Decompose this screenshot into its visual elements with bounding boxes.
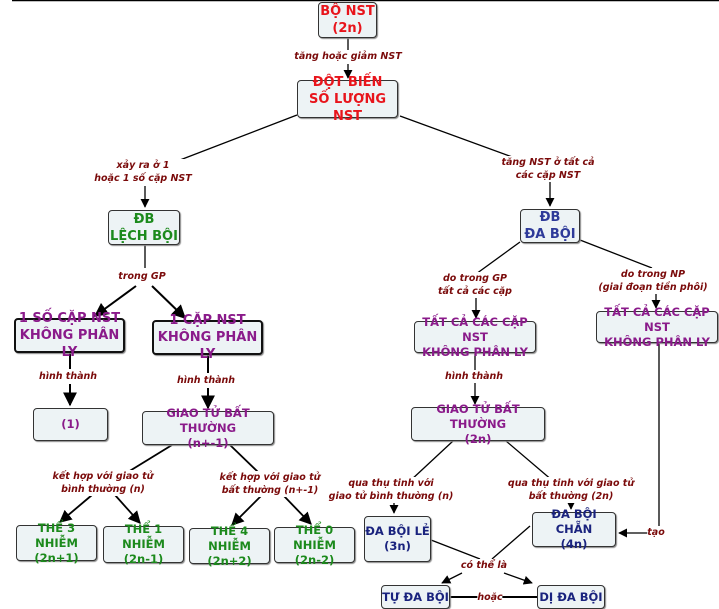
node-the-1-nhiem[interactable]: THỂ 1 NHIỄM(2n-1) [103,522,184,566]
node-text: (2n-1) [123,552,164,566]
node-text: 1 CẶP NST [169,313,246,328]
node-text: ĐA BỘI CHẴN [551,507,597,536]
node-text: GIAO TỬ BẤT THƯỜNG [436,401,520,431]
link-label-co-the-la: có thể là [460,559,508,572]
node-text: TẤT CẢ CÁC CẶP NST [604,304,710,334]
node-the-0-nhiem[interactable]: THỂ 0 NHIỄM(2n-2) [274,523,355,567]
link-label-tao: tạo [647,526,665,539]
node-text: KHÔNG PHÂN LY [422,344,528,359]
node-1-cap-nst[interactable]: 1 CẶP NST KHÔNG PHÂN LY [152,313,263,362]
link-label-hinh-thanh: hình thành [38,370,98,383]
node-text: TẤT CẢ CÁC CẶP NST [422,314,528,344]
node-text: LỆCH BỘI [110,228,178,244]
node-text: ĐB [539,210,561,225]
node-text: (3n) [384,539,411,553]
node-giao-tu-bat-thuong-2n[interactable]: GIAO TỬ BẤT THƯỜNG(2n) [411,402,545,446]
node-bo-nst[interactable]: BỘ NST (2n) [318,2,377,38]
node-text: (2n) [332,21,363,36]
node-text: (2n+2) [207,553,252,568]
link-label-trong-gp: trong GP [118,270,166,283]
node-text: ĐA BỘI [524,227,576,242]
link-label-hinh-thanh: hình thành [176,374,236,387]
node-da-boi-le[interactable]: ĐA BỘI LẺ(3n) [364,516,431,562]
node-text: KHÔNG PHÂN LY [604,334,710,349]
node-text: (2n-2) [294,552,335,567]
node-text: THỂ 1 NHIỄM [122,522,165,551]
node-text: (4n) [560,537,588,551]
node-text: ĐB [133,211,155,227]
node-1[interactable]: (1) [33,408,108,441]
node-da-boi[interactable]: ĐB ĐA BỘI [520,209,580,243]
node-text: GIAO TỬ BẤT THƯỜNG [166,405,250,435]
node-text: (1) [61,417,80,431]
node-text: ĐA BỘI LẺ [365,524,430,538]
node-text: (2n+1) [34,550,79,565]
node-da-boi-chan[interactable]: ĐA BỘI CHẴN(4n) [532,507,616,551]
node-text: KHÔNG PHÂN LY [19,328,120,360]
node-text: SỐ LƯỢNG NST [309,91,386,124]
node-text: KHÔNG PHÂN LY [157,330,258,362]
node-text: (2n) [464,431,492,446]
node-tu-da-boi[interactable]: TỰ ĐA BỘI [381,585,450,609]
node-1-so-cap-nst[interactable]: 1 SỐ CẶP NST KHÔNG PHÂN LY [14,311,125,360]
node-text: BỘ NST [320,4,375,19]
node-text: TỰ ĐA BỘI [382,589,449,604]
node-the-3-nhiem[interactable]: THỂ 3 NHIỄM(2n+1) [16,521,97,565]
node-text: 1 SỐ CẶP NST [18,311,121,326]
link-label-do-trong-np: do trong NP(giai đoạn tiền phôi) [598,268,708,294]
node-di-da-boi[interactable]: DỊ ĐA BỘI [537,585,605,609]
node-text: ĐỘT BIẾN [312,74,383,90]
link-label-hoac: hoặc [477,591,503,604]
link-label-hinh-thanh: hình thành [444,370,504,383]
node-text: (n+-1) [187,435,229,450]
node-giao-tu-bat-thuong-n1[interactable]: GIAO TỬ BẤT THƯỜNG(n+-1) [142,406,274,450]
node-text: THỂ 3 NHIỄM [35,520,78,550]
node-text: DỊ ĐA BỘI [539,589,603,604]
node-text: THỂ 0 NHIỄM [293,522,336,552]
node-the-4-nhiem[interactable]: THỂ 4 NHIỄM(2n+2) [189,524,270,568]
node-text: THỂ 4 NHIỄM [208,523,251,553]
link-label-tang-giam: tăng hoặc giảm NST [294,50,402,63]
